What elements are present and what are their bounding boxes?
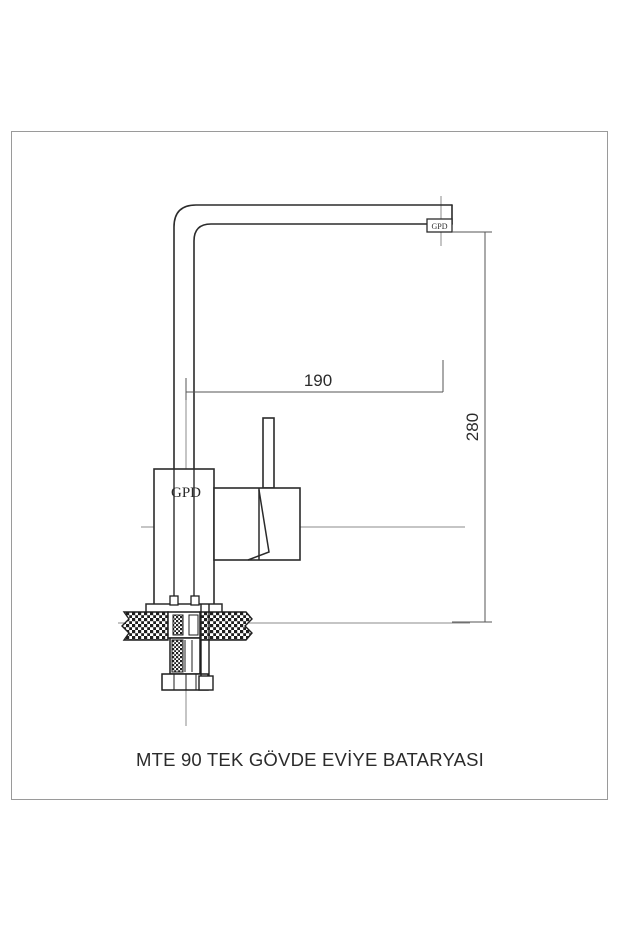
drawing-frame-border: [11, 131, 608, 800]
product-caption: MTE 90 TEK GÖVDE EVİYE BATARYASI: [135, 749, 485, 770]
